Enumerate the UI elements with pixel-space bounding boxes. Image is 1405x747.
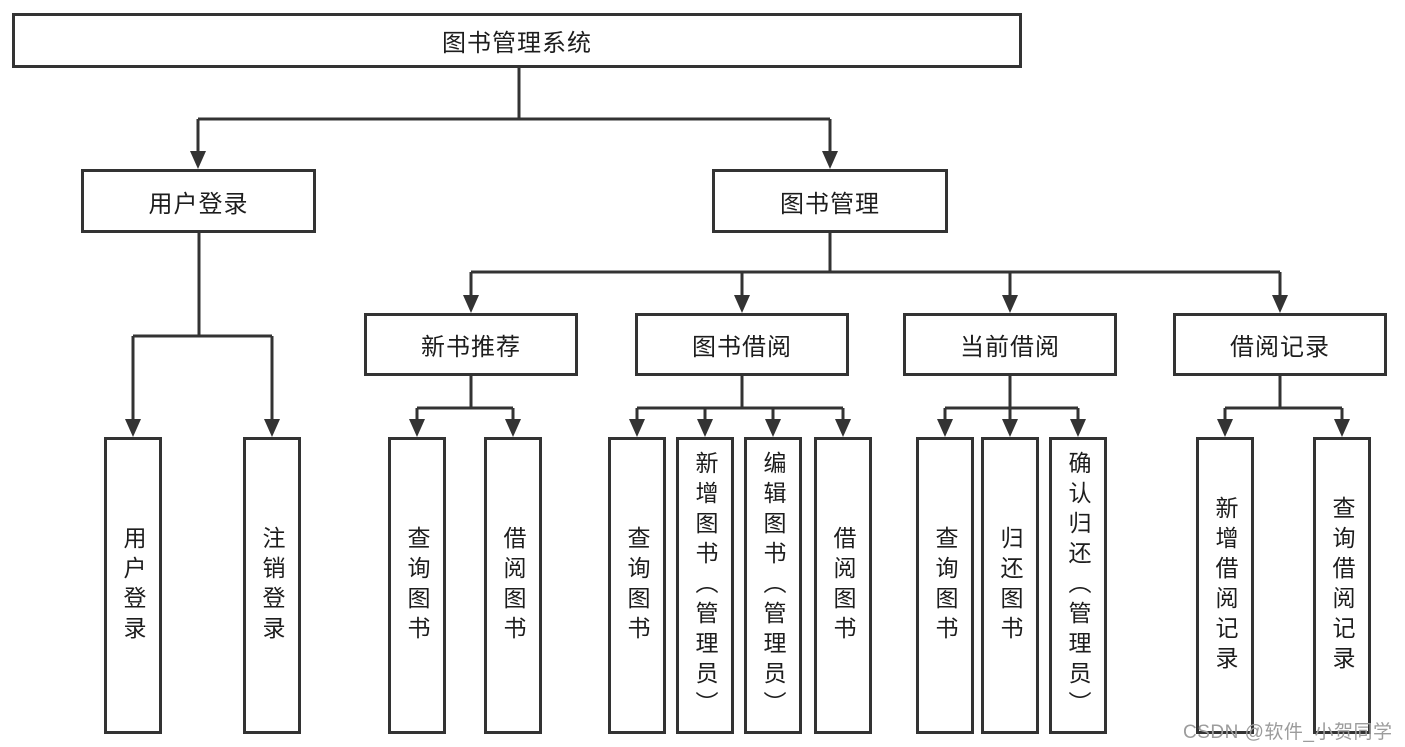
leaf-query-books-current: 查询图书 [916,437,974,734]
leaf-add-books-admin: 新增图书（管理员） [676,437,734,734]
leaf-confirm-return-admin: 确认归还（管理员） [1049,437,1107,734]
node-user-login: 用户登录 [81,169,316,233]
leaf-add-borrow-record: 新增借阅记录 [1196,437,1254,734]
leaf-borrow-books-recommend: 借阅图书 [484,437,542,734]
connector-current-borrow-to-leaves [937,376,1086,437]
csdn-watermark: CSDN @软件_小贺同学 [1183,722,1393,743]
node-borrow-records: 借阅记录 [1173,313,1387,376]
leaf-user-login: 用户登录 [104,437,162,734]
connector-new-book-to-leaves [409,376,521,437]
node-new-book-recommend: 新书推荐 [364,313,578,376]
node-book-management: 图书管理 [712,169,948,233]
leaf-edit-books-admin: 编辑图书（管理员） [744,437,802,734]
leaf-logout-login: 注销登录 [243,437,301,734]
node-current-borrow: 当前借阅 [903,313,1117,376]
connector-book-mgmt-to-level3 [463,233,1288,313]
node-book-borrow: 图书借阅 [635,313,849,376]
leaf-return-books: 归还图书 [981,437,1039,734]
leaf-query-borrow-record: 查询借阅记录 [1313,437,1371,734]
node-root-system: 图书管理系统 [12,13,1022,68]
connector-book-borrow-to-leaves [629,376,851,437]
leaf-query-books-recommend: 查询图书 [388,437,446,734]
connector-borrow-records-to-leaves [1217,376,1350,437]
leaf-query-books-borrow: 查询图书 [608,437,666,734]
leaf-borrow-books: 借阅图书 [814,437,872,734]
connector-user-login-to-leaves [125,233,280,437]
connector-root-to-level2 [190,68,838,169]
